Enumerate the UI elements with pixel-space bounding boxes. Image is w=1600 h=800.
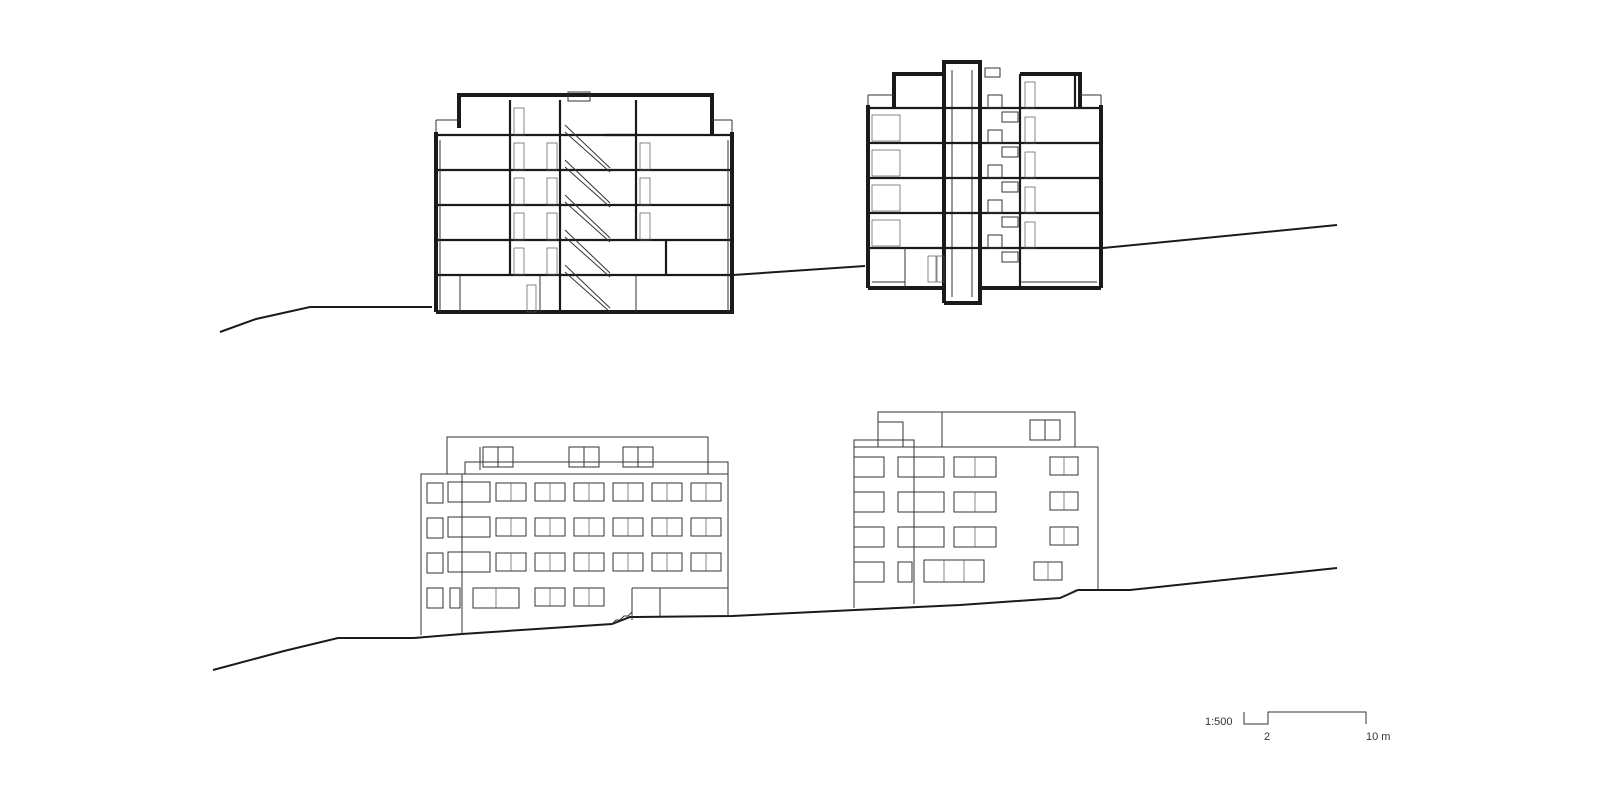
- scale-bar-line: [1243, 711, 1367, 725]
- section-ground-line: [219, 306, 432, 333]
- section-ground-line-right: [1102, 224, 1338, 249]
- scale-ratio-label: 1:500: [1205, 716, 1233, 728]
- scale-tick-mid-label: 2: [1264, 731, 1270, 743]
- building-b-elevation: [853, 411, 1099, 608]
- building-a-windows: [472, 482, 722, 609]
- section-view: [219, 60, 1338, 333]
- scale-bar: 1:500 2 10 m: [1205, 711, 1390, 743]
- building-b-windows: [923, 456, 1079, 583]
- scale-tick-end-label: 10 m: [1366, 731, 1390, 743]
- section-ground-line-middle: [732, 265, 866, 276]
- building-b-section: [866, 60, 1103, 305]
- building-a-section: [434, 91, 734, 314]
- elevation-view: [212, 411, 1338, 671]
- elevation-ground-line: [212, 567, 1338, 671]
- building-a-elevation: [420, 436, 729, 635]
